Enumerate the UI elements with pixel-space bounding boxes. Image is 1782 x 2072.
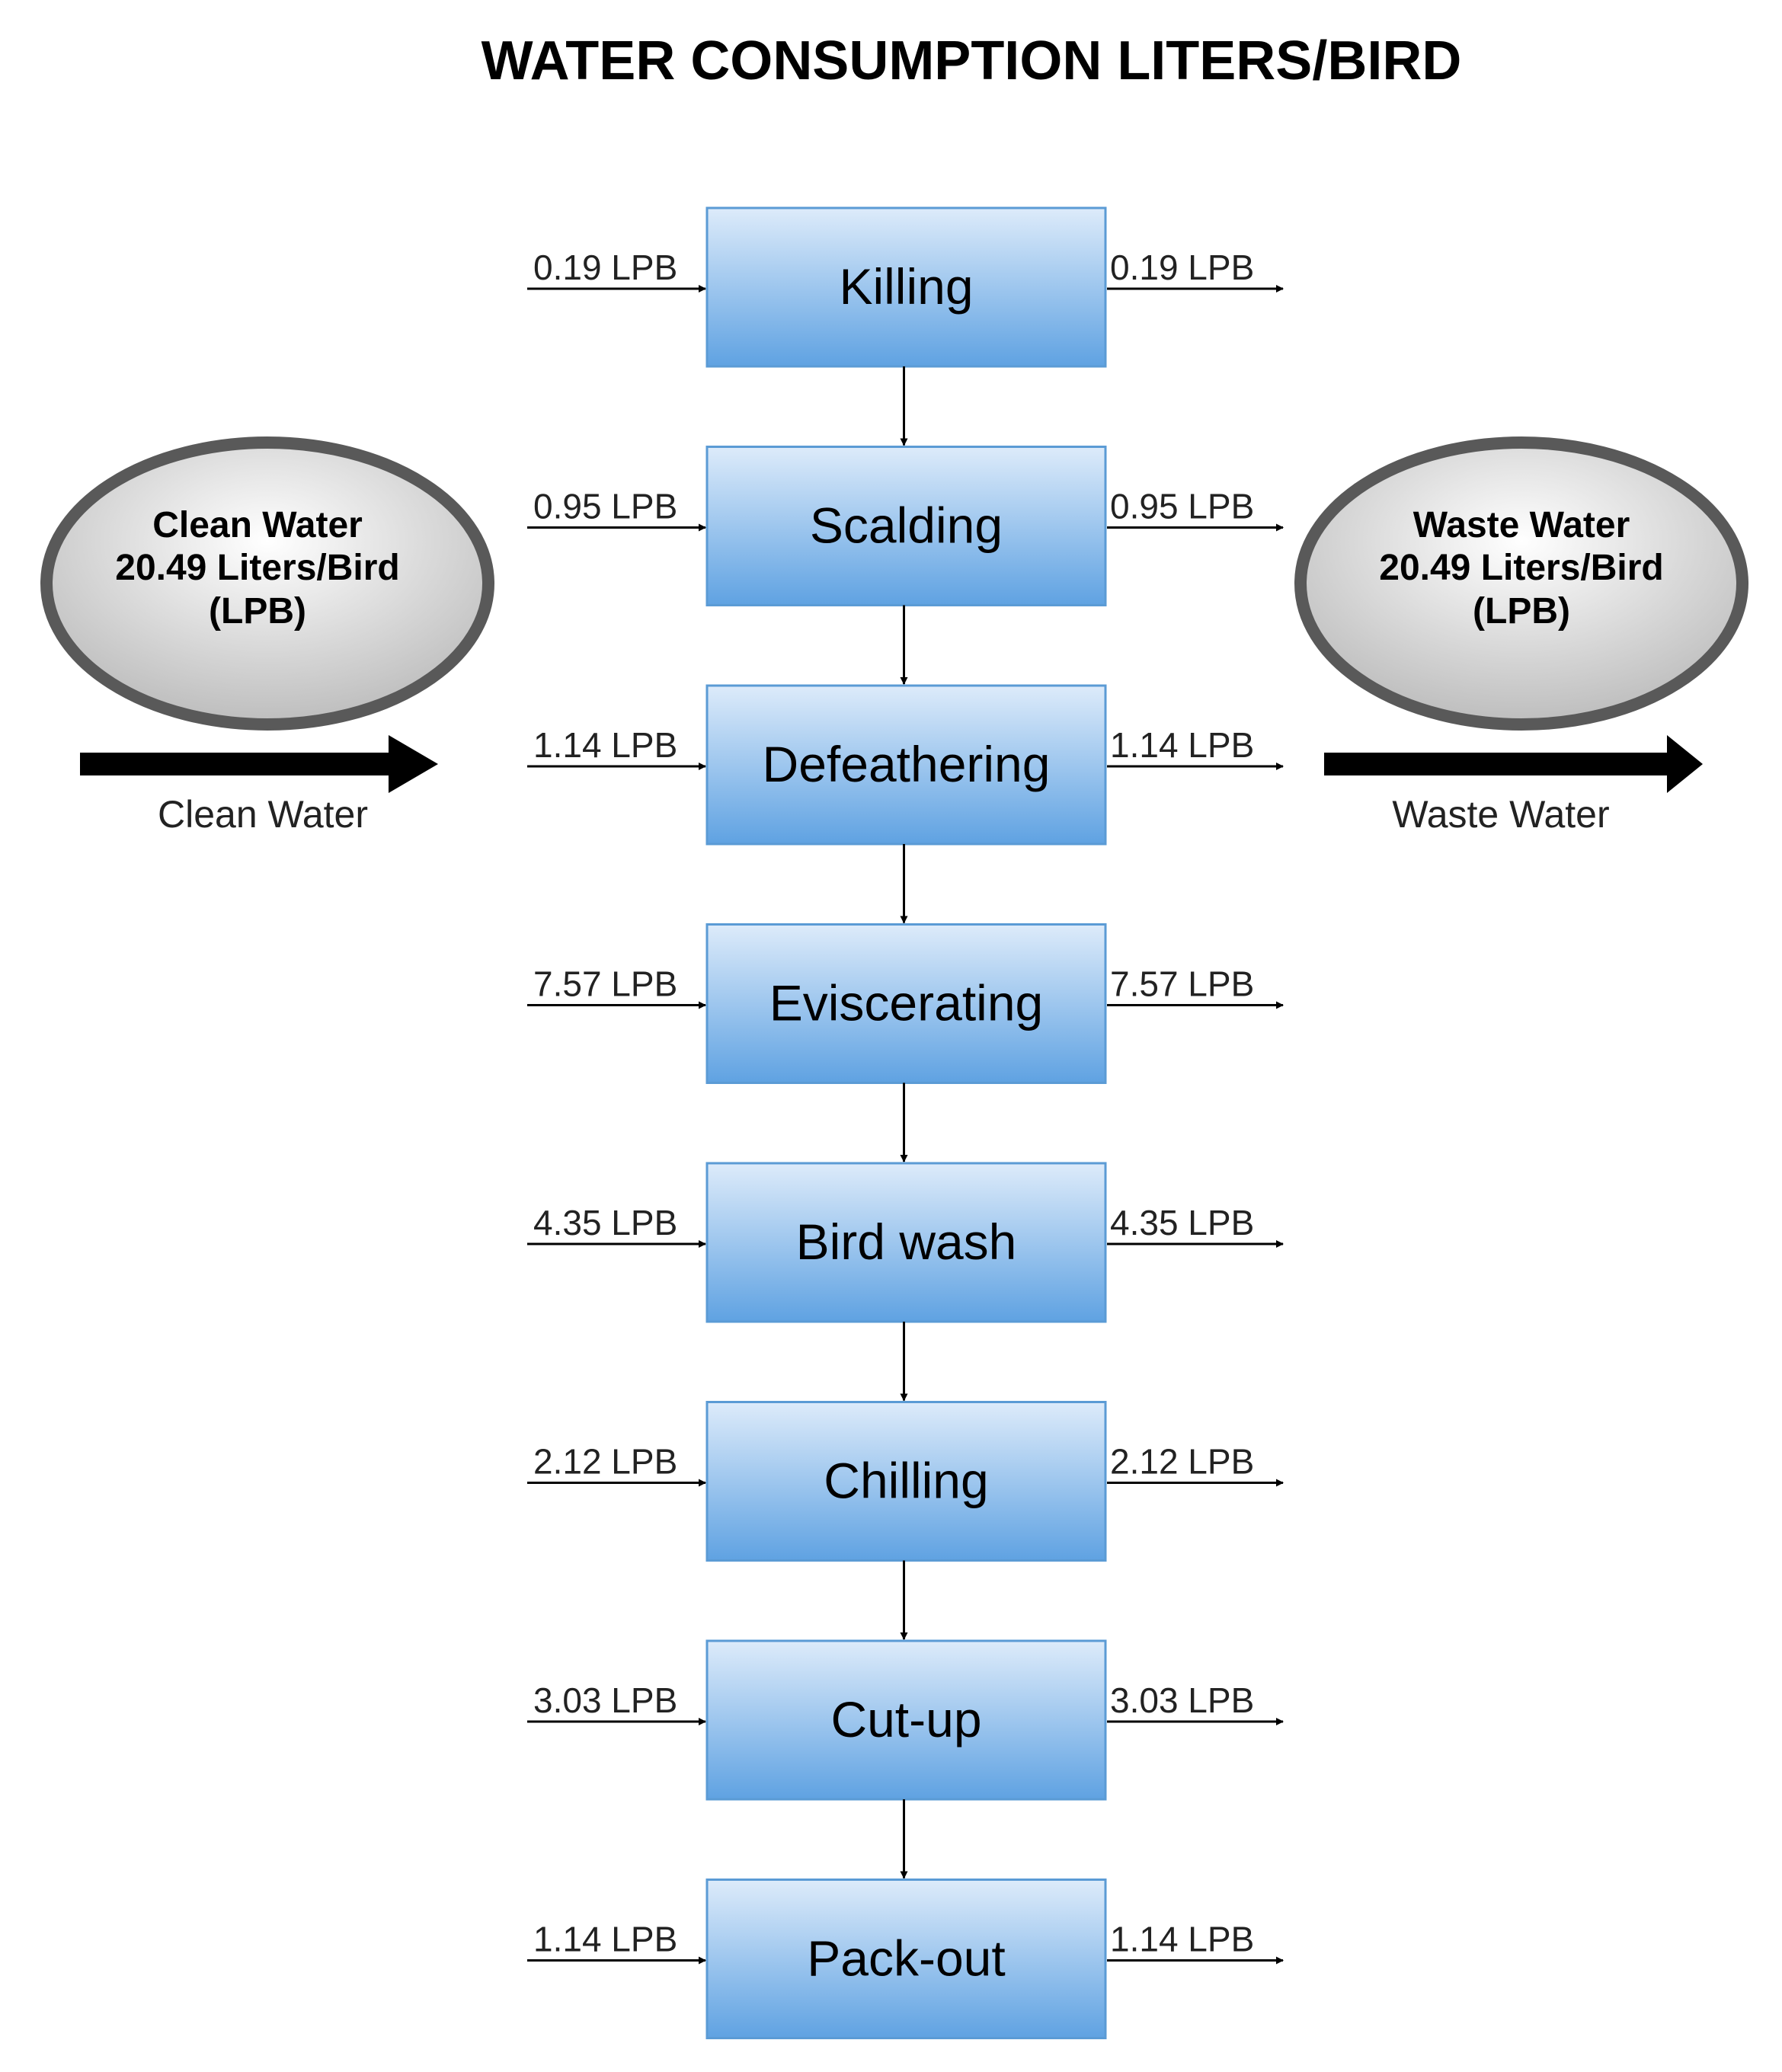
- step-eviscerating: Eviscerating 7.57 LPB 7.57 LPB: [527, 923, 1284, 1162]
- input-label-defeathering: 1.14 LPB: [533, 725, 677, 765]
- step-scalding: Scalding 0.95 LPB 0.95 LPB: [527, 446, 1284, 685]
- step-cut-up: Cut-up 3.03 LPB 3.03 LPB: [527, 1639, 1284, 1879]
- clean-water-arrow: [80, 735, 438, 793]
- output-label-scalding: 0.95 LPB: [1110, 487, 1254, 526]
- page-title: WATER CONSUMPTION LITERS/BIRD: [481, 30, 1462, 91]
- step-chilling: Chilling 2.12 LPB 2.12 LPB: [527, 1401, 1284, 1640]
- step-pack-out: Pack-out 1.14 LPB 1.14 LPB: [527, 1879, 1284, 2039]
- step-label-bird-wash: Bird wash: [796, 1213, 1017, 1270]
- waste-water-ellipse-line-2: 20.49 Liters/Bird: [1379, 548, 1664, 588]
- step-label-killing: Killing: [839, 258, 973, 315]
- waste-water-sink: Waste Water 20.49 Liters/Bird (LPB) Wast…: [1294, 436, 1748, 836]
- clean-water-ellipse-line-3: (LPB): [209, 591, 306, 632]
- step-label-cut-up: Cut-up: [830, 1691, 981, 1747]
- input-label-scalding: 0.95 LPB: [533, 487, 677, 526]
- step-label-defeathering: Defeathering: [763, 736, 1051, 792]
- clean-water-caption: Clean Water: [158, 793, 368, 836]
- step-box-pack-out: [705, 1879, 1107, 2039]
- process-steps: Killing 0.19 LPB 0.19 LPB Scalding 0.95 LPB 0…: [527, 206, 1284, 2039]
- waste-water-ellipse: [1294, 436, 1748, 731]
- step-label-scalding: Scalding: [810, 497, 1003, 554]
- step-killing: Killing 0.19 LPB 0.19 LPB: [527, 206, 1284, 446]
- waste-water-ellipse-line-3: (LPB): [1473, 591, 1570, 632]
- output-label-eviscerating: 7.57 LPB: [1110, 964, 1254, 1004]
- output-label-cut-up: 3.03 LPB: [1110, 1680, 1254, 1720]
- input-label-eviscerating: 7.57 LPB: [533, 964, 677, 1004]
- input-label-cut-up: 3.03 LPB: [533, 1680, 677, 1720]
- waste-water-caption: Waste Water: [1392, 793, 1609, 836]
- waste-water-ellipse-line-1: Waste Water: [1413, 505, 1630, 545]
- step-box-defeathering: [705, 684, 1107, 846]
- waste-water-arrow: [1324, 735, 1703, 793]
- output-label-pack-out: 1.14 LPB: [1110, 1920, 1254, 1959]
- step-box-cut-up: [705, 1639, 1107, 1801]
- step-box-bird-wash: [705, 1162, 1107, 1323]
- input-label-bird-wash: 4.35 LPB: [533, 1203, 677, 1242]
- input-label-killing: 0.19 LPB: [533, 248, 677, 287]
- clean-water-source: Clean Water 20.49 Liters/Bird (LPB) Clea…: [40, 436, 494, 836]
- step-box-scalding: [705, 446, 1107, 606]
- step-label-chilling: Chilling: [824, 1453, 988, 1509]
- input-label-chilling: 2.12 LPB: [533, 1442, 677, 1482]
- output-label-defeathering: 1.14 LPB: [1110, 725, 1254, 765]
- step-bird-wash: Bird wash 4.35 LPB 4.35 LPB: [527, 1162, 1284, 1402]
- step-box-killing: [705, 206, 1107, 368]
- clean-water-ellipse-line-1: Clean Water: [152, 505, 363, 545]
- output-label-bird-wash: 4.35 LPB: [1110, 1203, 1254, 1242]
- output-label-killing: 0.19 LPB: [1110, 248, 1254, 287]
- step-box-eviscerating: [705, 923, 1107, 1084]
- clean-water-ellipse: [40, 436, 494, 731]
- output-label-chilling: 2.12 LPB: [1110, 1442, 1254, 1482]
- step-box-chilling: [705, 1401, 1107, 1562]
- step-defeathering: Defeathering 1.14 LPB 1.14 LPB: [527, 684, 1284, 924]
- input-label-pack-out: 1.14 LPB: [533, 1920, 677, 1959]
- step-label-pack-out: Pack-out: [807, 1930, 1005, 1987]
- clean-water-ellipse-line-2: 20.49 Liters/Bird: [115, 548, 400, 588]
- step-label-eviscerating: Eviscerating: [769, 975, 1044, 1031]
